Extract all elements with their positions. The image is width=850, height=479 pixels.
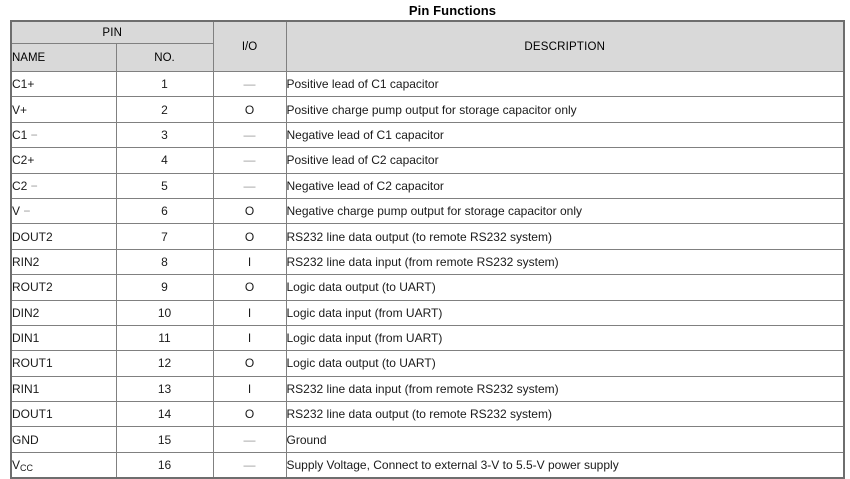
cell-description: Logic data output (to UART) [285,350,845,377]
cell-pin-number: 14 [115,401,214,428]
pin-functions-table: PIN I/O DESCRIPTION NAME NO. C1+1—Positi… [10,20,845,479]
cell-description: RS232 line data output (to remote RS232 … [285,223,845,250]
cell-description: Logic data output (to UART) [285,274,845,301]
cell-description: Supply Voltage, Connect to external 3-V … [285,451,845,479]
table-row: C2 −5—Negative lead of C2 capacitor [10,172,845,199]
cell-pin-name: ROUT2 [10,274,117,301]
cell-pin-number: 4 [115,147,214,174]
cell-pin-name: DIN2 [10,299,117,326]
cell-description: RS232 line data input (from remote RS232… [285,248,845,276]
column-header-name: NAME [10,43,117,72]
cell-pin-name: C2 − [10,172,117,199]
pin-name-minus-sign: − [20,204,31,219]
cell-pin-number: 10 [115,299,214,326]
cell-io: O [212,197,287,225]
cell-description: RS232 line data input (from remote RS232… [285,375,845,403]
cell-pin-name: C2+ [10,147,117,174]
pin-name-minus-sign: − [27,178,38,193]
cell-description: Positive lead of C1 capacitor [285,70,845,98]
table-row: C2+4—Positive lead of C2 capacitor [10,147,845,174]
cell-description: Ground [285,426,845,453]
cell-pin-name: GND [10,426,117,453]
cell-pin-name: C1+ [10,70,117,98]
cell-pin-number: 9 [115,274,214,301]
cell-pin-name: DOUT1 [10,401,117,428]
cell-pin-name: V+ [10,96,117,123]
cell-pin-number: 15 [115,426,214,453]
cell-pin-number: 2 [115,96,214,123]
cell-pin-number: 6 [115,197,214,225]
cell-pin-number: 3 [115,121,214,149]
cell-io: O [212,350,287,377]
cell-io: I [212,299,287,326]
cell-io: — [212,147,287,174]
cell-pin-number: 13 [115,375,214,403]
table-row: C1+1—Positive lead of C1 capacitor [10,70,845,98]
cell-description: Logic data input (from UART) [285,299,845,326]
cell-pin-number: 11 [115,324,214,352]
table-header: PIN I/O DESCRIPTION NAME NO. [10,20,845,72]
cell-io: — [212,70,287,98]
cell-pin-name: RIN1 [10,375,117,403]
pin-name-minus-sign: − [27,127,38,142]
cell-io: — [212,172,287,199]
cell-pin-number: 16 [115,451,214,479]
cell-description: Negative lead of C2 capacitor [285,172,845,199]
column-header-pin: PIN [10,20,214,44]
cell-description: Logic data input (from UART) [285,324,845,352]
cell-io: — [212,451,287,479]
cell-pin-number: 7 [115,223,214,250]
cell-pin-name: VCC [10,451,117,479]
cell-pin-name: DOUT2 [10,223,117,250]
cell-pin-number: 8 [115,248,214,276]
pin-functions-table-container: PIN I/O DESCRIPTION NAME NO. C1+1—Positi… [10,20,845,479]
cell-io: I [212,248,287,276]
cell-description: RS232 line data output (to remote RS232 … [285,401,845,428]
table-row: C1 −3—Negative lead of C1 capacitor [10,121,845,149]
column-header-io: I/O [212,20,287,72]
cell-description: Negative charge pump output for storage … [285,197,845,225]
cell-pin-number: 12 [115,350,214,377]
cell-description: Positive charge pump output for storage … [285,96,845,123]
cell-io: O [212,401,287,428]
cell-pin-number: 5 [115,172,214,199]
table-header-row-top: PIN I/O DESCRIPTION [10,20,845,72]
cell-io: — [212,426,287,453]
cell-io: O [212,223,287,250]
cell-pin-name: RIN2 [10,248,117,276]
cell-pin-name: ROUT1 [10,350,117,377]
column-header-description: DESCRIPTION [285,20,845,72]
page-title: Pin Functions [408,3,497,18]
table-header-row-bottom: NAME NO. [10,43,844,72]
cell-io: O [212,96,287,123]
cell-io: O [212,274,287,301]
cell-pin-name: C1 − [10,121,117,149]
cell-pin-number: 1 [115,70,214,98]
cell-pin-name: DIN1 [10,324,117,352]
cell-description: Negative lead of C1 capacitor [285,121,845,149]
cell-io: I [212,324,287,352]
cell-io: I [212,375,287,403]
cell-io: — [212,121,287,149]
column-header-no: NO. [115,43,214,72]
cell-pin-name: V − [10,197,117,225]
cell-description: Positive lead of C2 capacitor [285,147,845,174]
pin-name-subscript: CC [20,463,34,474]
